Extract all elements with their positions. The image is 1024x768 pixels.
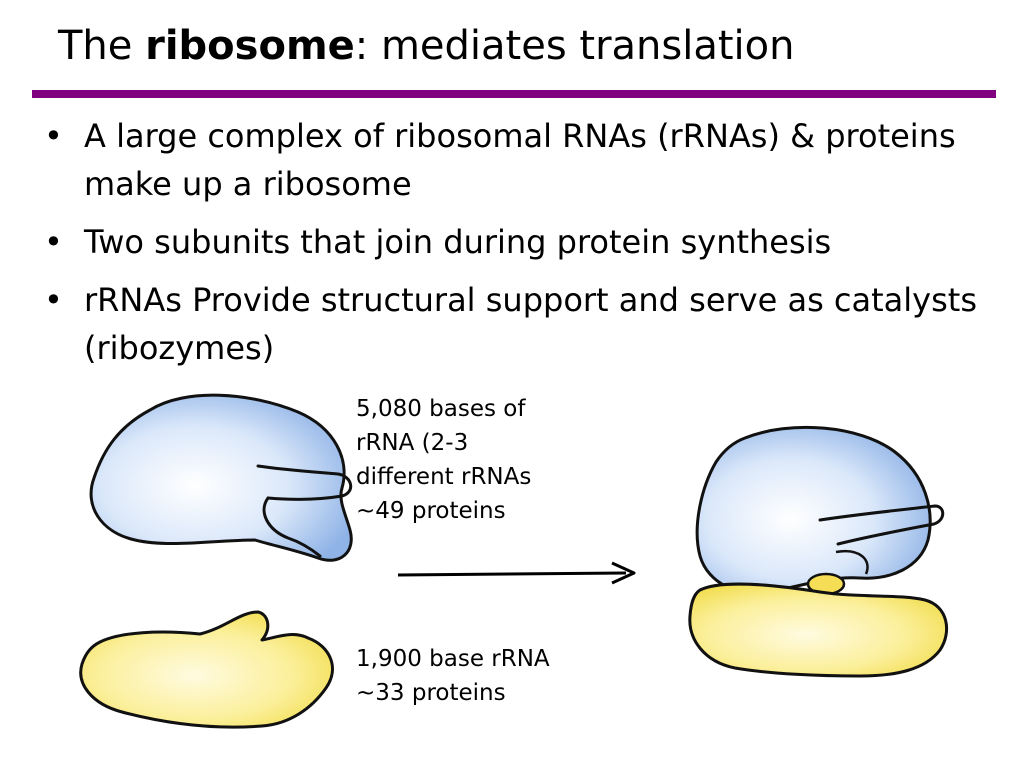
small-subunit-icon	[79, 610, 334, 729]
title-prefix: The	[58, 23, 146, 69]
large-subunit-icon	[89, 393, 353, 562]
note-line: ~33 proteins	[356, 680, 506, 706]
assembled-ribosome-icon	[688, 425, 949, 678]
bullet-item: Two subunits that join during protein sy…	[40, 218, 1000, 266]
title-divider	[32, 90, 996, 98]
title-bold-word: ribosome	[145, 23, 355, 69]
slide-title: The ribosome: mediates translation	[58, 18, 794, 74]
note-line: different rRNAs	[356, 464, 532, 490]
note-line: rRNA (2-3	[356, 430, 469, 456]
note-line: ~49 proteins	[356, 498, 506, 524]
bullet-item: rRNAs Provide structural support and ser…	[40, 276, 1000, 372]
assembly-arrow-icon	[397, 561, 636, 585]
note-line: 1,900 base rRNA	[356, 646, 550, 672]
bullet-list: A large complex of ribosomal RNAs (rRNAs…	[40, 112, 1000, 382]
bullet-item: A large complex of ribosomal RNAs (rRNAs…	[40, 112, 1000, 208]
small-subunit-note: 1,900 base rRNA ~33 proteins	[356, 642, 550, 710]
title-suffix: : mediates translation	[354, 23, 795, 69]
note-line: 5,080 bases of	[356, 396, 526, 422]
large-subunit-note: 5,080 bases of rRNA (2-3 different rRNAs…	[356, 392, 531, 528]
